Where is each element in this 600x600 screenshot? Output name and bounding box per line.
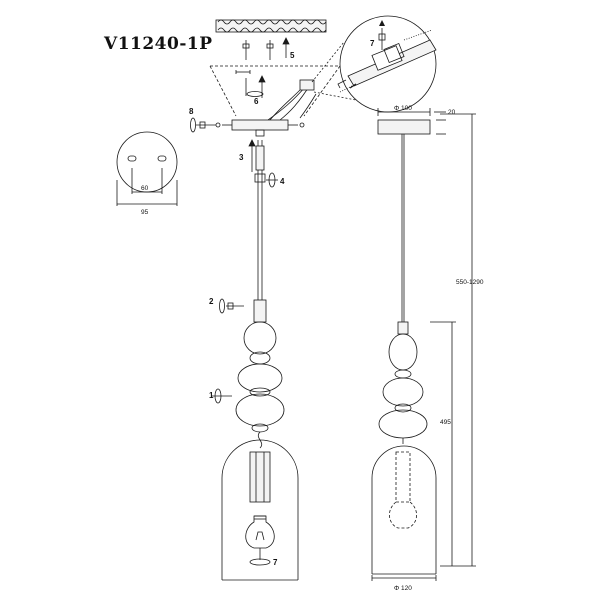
rod-connector: [253, 299, 267, 323]
plate-diameter: 95: [141, 209, 149, 216]
wires: [267, 79, 317, 121]
step-6-label: 6: [254, 97, 259, 106]
left-glass-balls: [235, 321, 285, 433]
step-1-label: 1: [209, 391, 214, 400]
step-2-label: 2: [209, 297, 214, 306]
up-arrow-icon: [259, 76, 265, 82]
canopy-height: 20: [448, 109, 456, 116]
shade-diameter: Φ 120: [394, 585, 412, 592]
left-bulb: [245, 515, 275, 566]
right-shade: [371, 445, 437, 575]
left-rod: [254, 140, 266, 300]
anchor-screws: [242, 37, 290, 60]
model-code: V11240-1P: [104, 34, 213, 54]
step1-rotate: [212, 388, 232, 404]
plate-hole-spacing: 60: [141, 185, 149, 192]
step-3-label: 3: [239, 153, 244, 162]
step-4-label: 4: [280, 177, 285, 186]
right-body: [378, 321, 428, 444]
step4-rotate: [266, 172, 278, 188]
left-shade: [221, 439, 299, 581]
side-screw: [190, 117, 216, 133]
total-height: 550-1290: [456, 279, 484, 286]
up-arrow-icon: [283, 38, 289, 44]
ceiling-strip: [215, 19, 327, 33]
body-height: 495: [440, 419, 451, 426]
plate-top-view: [116, 131, 178, 206]
right-cable: [401, 134, 405, 322]
step-7-bulb-label: 7: [273, 558, 278, 567]
mounting-plate: [215, 119, 305, 137]
step2-screw: [219, 298, 244, 314]
up-arrow-icon: [249, 140, 255, 146]
step-5-label: 5: [290, 51, 295, 60]
step-8-label: 8: [189, 107, 194, 116]
step-7-detail-label: 7: [370, 39, 375, 48]
canopy-diameter: Φ 100: [394, 105, 412, 112]
right-canopy: [377, 108, 446, 135]
height-dimensions: [371, 113, 476, 581]
up-arrow-icon: [379, 20, 385, 26]
terminal-detail: [311, 15, 437, 113]
ceiling-outline: [209, 65, 341, 117]
